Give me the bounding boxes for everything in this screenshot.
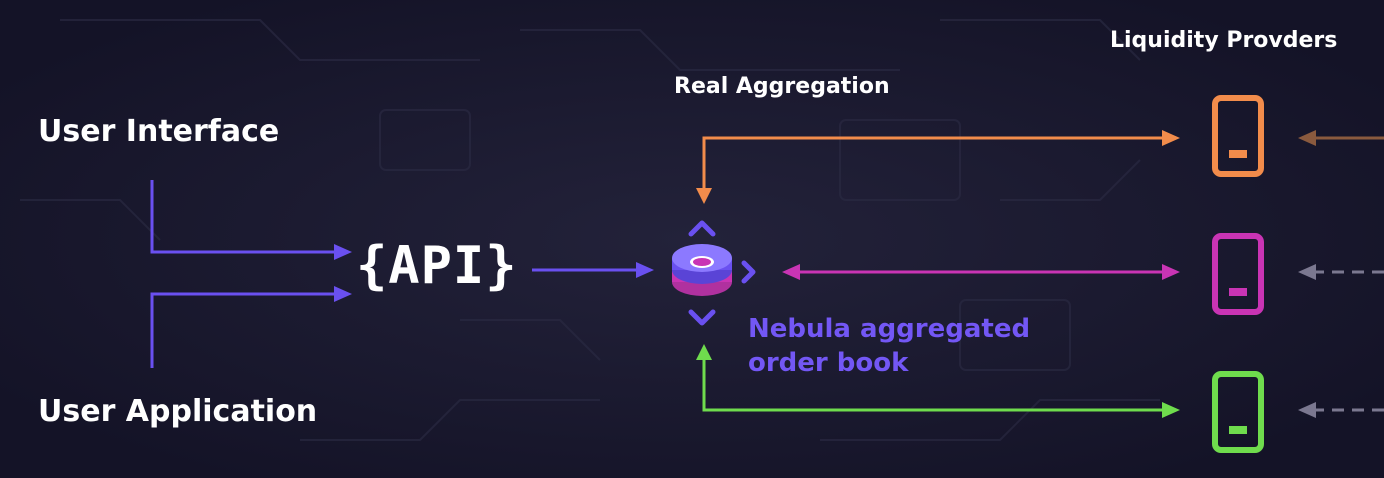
liquidity-providers-label: Liquidity Provders [1110, 28, 1338, 53]
chevron-right-icon [741, 260, 756, 284]
nebula-label-line-1: Nebula aggregated [748, 314, 1031, 344]
real-aggregation-label: Real Aggregation [674, 74, 890, 99]
chevron-down-icon [688, 309, 716, 326]
server-icon-orange [1212, 95, 1264, 177]
user-application-connector [150, 292, 340, 368]
nebula-orderbook-label: Nebula aggregated order book [748, 312, 1030, 380]
nebula-label-line-2: order book [748, 348, 909, 378]
user-application-label: User Application [38, 394, 318, 429]
server-icon-magenta [1212, 233, 1264, 315]
arrowhead-api-bottom [334, 286, 352, 302]
orange-connector [702, 136, 1168, 192]
arrowhead-green-up [696, 344, 712, 360]
api-label: {API} [356, 236, 518, 296]
user-interface-connector [150, 180, 340, 254]
chevron-up-icon [688, 220, 716, 237]
order-book-icon [672, 244, 732, 296]
user-interface-label: User Interface [38, 114, 280, 149]
arrowhead-gray-left-middle [1298, 264, 1316, 280]
arrowhead-orderbook [636, 262, 654, 278]
arrowhead-gray-left-bottom [1298, 402, 1316, 418]
green-connector [702, 356, 1168, 412]
arrowhead-brown-left [1298, 130, 1316, 146]
arrowhead-orange-down [696, 188, 712, 204]
server-icon-green [1212, 371, 1264, 453]
arrowhead-magenta-right [1162, 264, 1180, 280]
arrowhead-orange-right [1162, 130, 1180, 146]
arrowhead-magenta-left [782, 264, 800, 280]
arrowhead-green-right [1162, 402, 1180, 418]
arrowhead-api-top [334, 244, 352, 260]
